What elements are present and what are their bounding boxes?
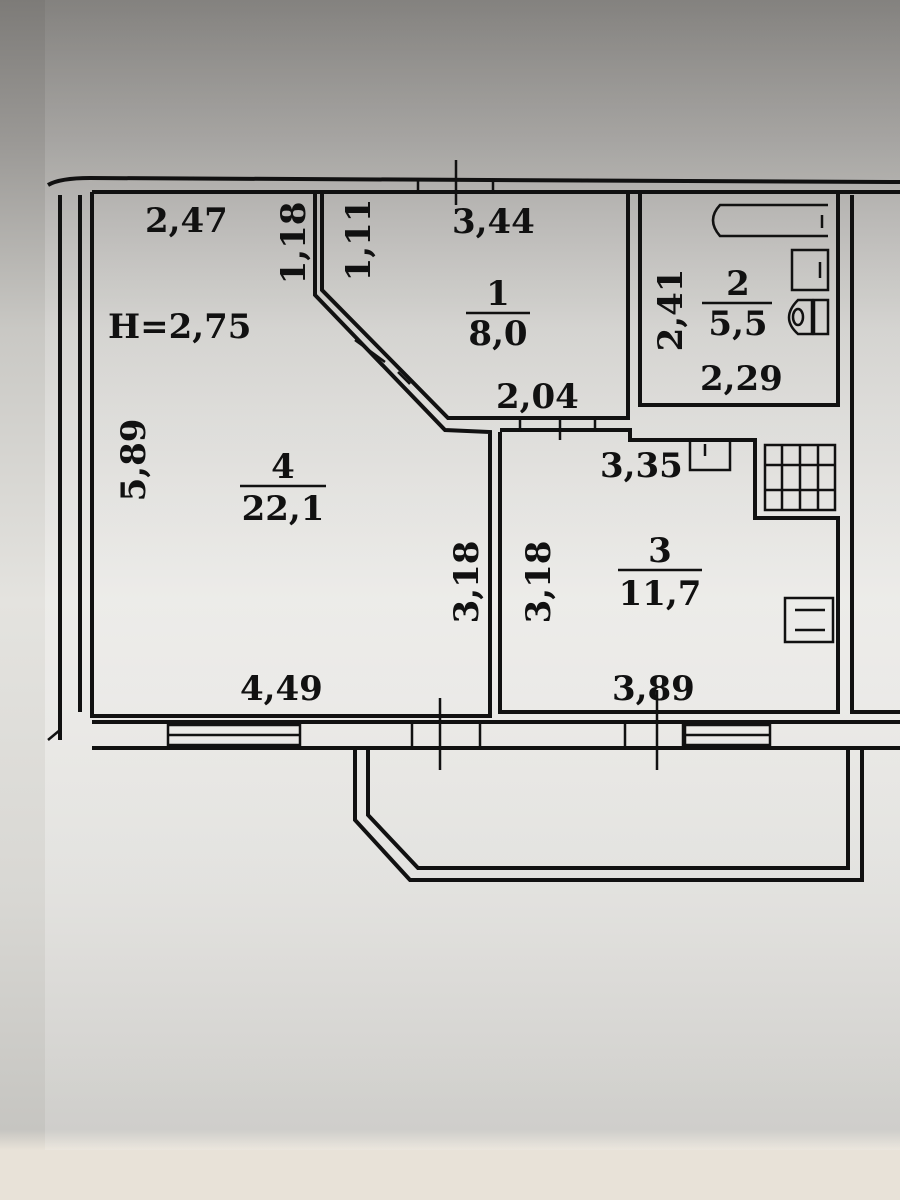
sink-icon: [790, 248, 830, 292]
dim-room1-left: 1,11: [339, 199, 379, 282]
dim-diag-left: 1,18: [274, 202, 314, 285]
balcony: [353, 750, 864, 882]
dim-room4-bottom: 4,49: [240, 669, 323, 709]
dim-room3-bottom: 3,89: [612, 669, 695, 709]
dim-room4-top: 2,47: [145, 201, 228, 241]
room-2-number: 2: [726, 264, 750, 304]
room-1-area: 8,0: [468, 314, 527, 354]
room-1-number: 1: [486, 274, 510, 314]
windows: [166, 160, 772, 770]
room-3-area: 11,7: [619, 574, 702, 614]
dim-room3-top: 3,35: [600, 446, 683, 486]
ceiling-height: H=2,75: [108, 307, 251, 347]
walls: [46, 175, 900, 750]
toilet-icon: [787, 298, 830, 336]
dim-room2-left: 2,41: [651, 269, 691, 352]
stove-icon: [763, 443, 837, 512]
dim-room4-right: 3,18: [447, 541, 487, 624]
room-2-area: 5,5: [708, 304, 767, 344]
dim-room2-bottom: 2,29: [700, 359, 783, 399]
room-4-area: 22,1: [242, 489, 325, 529]
dim-room3-left: 3,18: [519, 541, 559, 624]
bathtub-icon: [711, 203, 828, 238]
dim-room1-bottom: 2,04: [496, 377, 579, 417]
kitchen-sink-icon: [688, 438, 732, 472]
dim-room4-left: 5,89: [114, 419, 154, 502]
dim-room1-top: 3,44: [452, 202, 535, 242]
kitchen-appliance-icon: [783, 596, 835, 644]
room-3-number: 3: [648, 531, 672, 571]
room-4-number: 4: [271, 447, 295, 487]
